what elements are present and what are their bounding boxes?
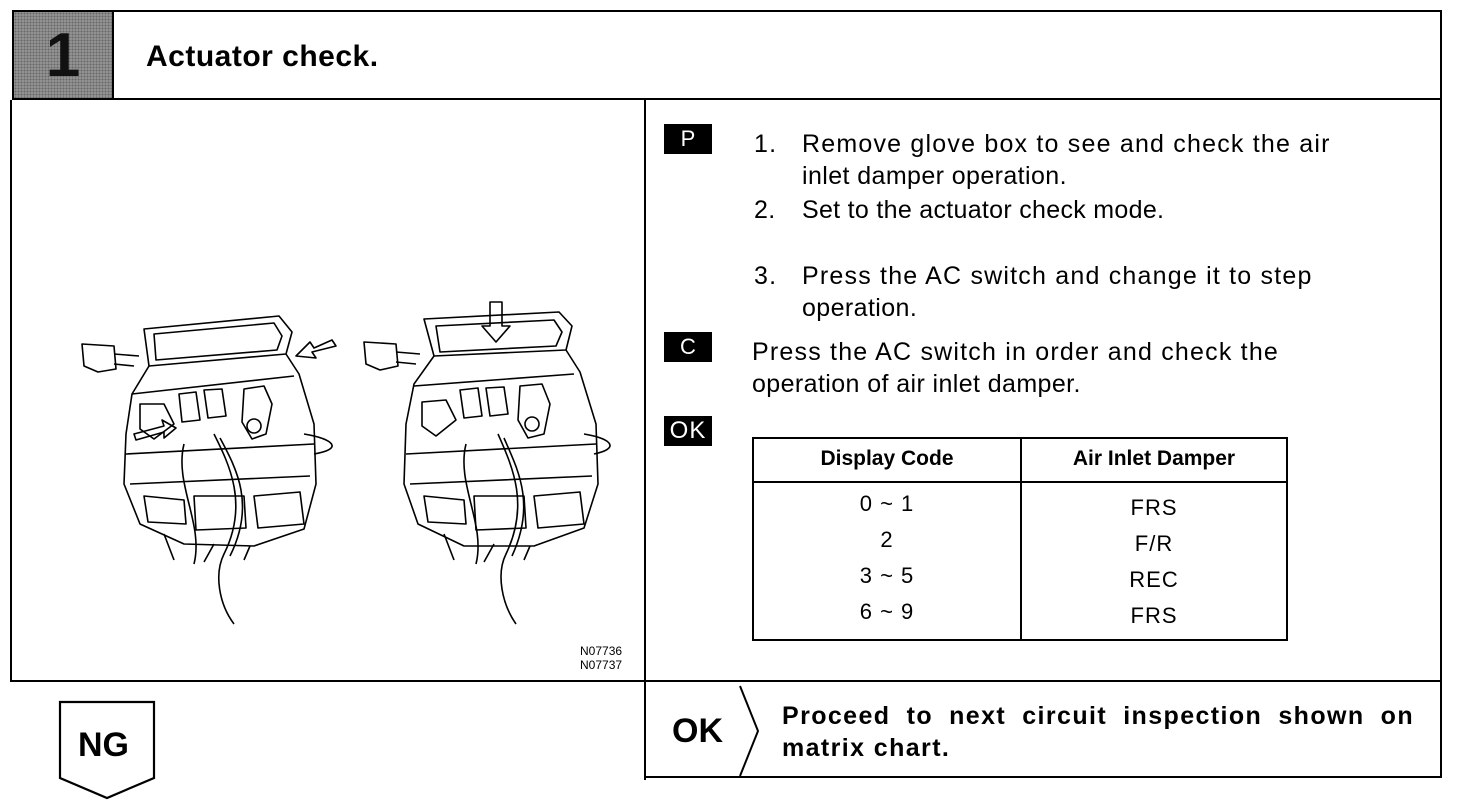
step-number-box [14, 12, 114, 98]
page-title: Actuator check. [146, 40, 379, 73]
tag-ok-badge: OK [664, 416, 712, 446]
step-number: 1 [45, 20, 81, 90]
step-3-number: 3. [754, 262, 778, 290]
table-header-display-code: Display Code [820, 447, 954, 470]
ok-result-label: OK [672, 712, 723, 750]
ok-result-text: Proceed to next circuit inspection shown… [782, 702, 1414, 762]
tag-c-badge: C [664, 332, 712, 362]
content-frame [10, 100, 1442, 682]
table-header-divider [754, 481, 1286, 483]
figure-codes: N07736 N07737 [580, 644, 622, 672]
figure-code: N07737 [580, 658, 623, 672]
ng-pentagon-icon [58, 700, 156, 800]
figure-code: N07736 [580, 644, 623, 658]
step-header: 1 Actuator check. [12, 10, 1442, 100]
step-1-number: 1. [754, 130, 778, 158]
table-cell-damper: REC [1129, 567, 1179, 592]
table-cell-damper: FRS [1130, 603, 1178, 628]
check-line-1: Press the AC switch in order and check t… [752, 338, 1280, 366]
ok-chevron-icon [739, 685, 760, 777]
step-2-number: 2. [754, 196, 776, 224]
table-cell-code: 2 [880, 527, 894, 552]
step-3-line-1: Press the AC switch and change it to ste… [802, 262, 1313, 290]
heater-unit-illustration [14, 104, 642, 678]
step-3-line-2: operation. [802, 294, 918, 322]
table-header-air-inlet-damper: Air Inlet Damper [1072, 447, 1236, 470]
heater-unit-right [363, 301, 611, 625]
column-divider [644, 100, 646, 780]
damper-table: Display Code Air Inlet Damper 0 ~ 1 FRS … [752, 437, 1288, 641]
step-1-line-2: inlet damper operation. [802, 162, 1067, 190]
check-instruction: Press the AC switch in order and check t… [752, 336, 1432, 400]
step-2-line-1: Set to the actuator check mode. [802, 196, 1165, 224]
table-cell-code: 3 ~ 5 [859, 563, 915, 588]
tag-p-badge: P [664, 124, 712, 154]
check-line-2: operation of air inlet damper. [752, 370, 1081, 398]
table-cell-damper: F/R [1134, 531, 1174, 556]
heater-unit-drawing [81, 301, 611, 625]
ok-result-box [644, 682, 1442, 778]
table-cell-damper: FRS [1130, 495, 1178, 520]
heater-unit-left [81, 315, 337, 625]
table-column-divider [1020, 439, 1022, 639]
ng-result-label: NG [78, 726, 129, 764]
step-1-line-1: Remove glove box to see and check the ai… [802, 130, 1331, 158]
table-cell-code: 6 ~ 9 [859, 599, 915, 624]
table-cell-code: 0 ~ 1 [859, 491, 915, 516]
